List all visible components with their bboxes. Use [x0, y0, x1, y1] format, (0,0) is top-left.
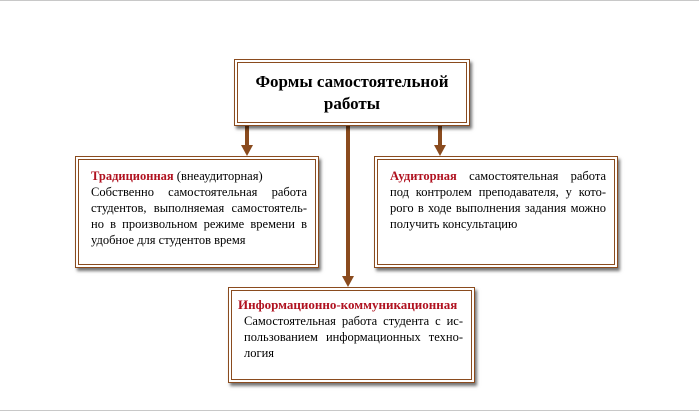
info-lead: Информационно-коммуникационная	[238, 297, 458, 312]
traditional-lead: Традиционная	[91, 169, 174, 183]
auditory-lead-suffix: самостоятельная работа	[456, 169, 606, 183]
info-line: пользованием информационных техно-	[244, 330, 463, 344]
title-line-2: работы	[323, 93, 381, 113]
auditory-line: получить консультацию	[390, 217, 518, 231]
traditional-box: Традиционная (внеаудиторная) Собственно …	[75, 156, 319, 268]
info-line: Самостоятельная работа студента с ис-	[244, 314, 463, 328]
auditory-line: под контролем преподавателя, у кото-	[390, 185, 606, 199]
title-line-1: Формы самостоятельной	[255, 71, 449, 91]
arrow-to-traditional	[241, 126, 253, 156]
traditional-line: удобное для студентов время	[91, 233, 246, 247]
traditional-line: но в произвольном режиме времени в	[91, 217, 307, 231]
info-line: логия	[244, 346, 275, 360]
traditional-line: студентов, выполняемая самостоятель-	[91, 201, 307, 215]
arrow-to-info	[342, 126, 354, 287]
auditory-line: рого в ходе выполнения задания можно	[390, 201, 606, 215]
auditory-heading: Аудиторная самостоятельная работа	[390, 168, 606, 184]
traditional-text: Традиционная (внеаудиторная) Собственно …	[91, 168, 307, 248]
traditional-line: Собственно самостоятельная работа	[91, 185, 307, 199]
auditory-lead: Аудиторная	[390, 169, 457, 183]
traditional-heading: Традиционная (внеаудиторная)	[91, 168, 307, 184]
info-text: Информационно-коммуникационная Самостоят…	[238, 297, 463, 361]
title-box: Формы самостоятельной работы	[234, 59, 470, 126]
traditional-lead-suffix: (внеаудиторная)	[173, 169, 263, 183]
arrow-to-auditory	[434, 126, 446, 156]
auditory-text: Аудиторная самостоятельная работа под ко…	[390, 168, 606, 232]
info-box: Информационно-коммуникационная Самостоят…	[228, 287, 475, 383]
top-frame-line	[0, 0, 699, 1]
auditory-box: Аудиторная самостоятельная работа под ко…	[374, 156, 618, 268]
